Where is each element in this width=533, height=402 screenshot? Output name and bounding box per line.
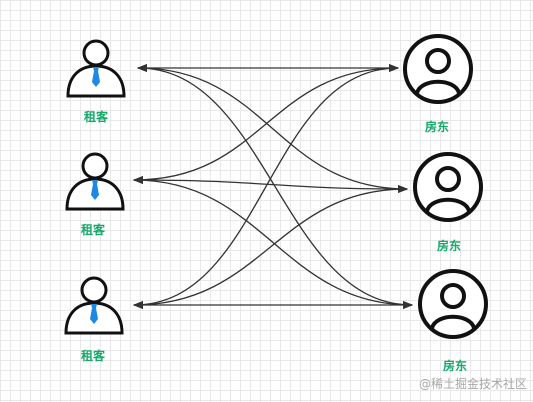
tenant-person-icon [66, 39, 126, 98]
landlord-label: 房东 [442, 359, 468, 373]
tenant-label: 租客 [83, 110, 109, 124]
landlord-user-circle-icon [403, 34, 473, 104]
landlord-user-circle-icon [413, 152, 483, 222]
connection-arrow [133, 185, 408, 309]
connection-arrow [133, 64, 399, 309]
landlord-label: 房东 [436, 239, 462, 253]
connection-arrow [137, 64, 413, 309]
connection-lines [133, 64, 413, 309]
tenant-label: 租客 [80, 349, 106, 363]
connection-arrow [137, 64, 408, 193]
watermark: @稀土掘金技术社区 [418, 377, 527, 391]
tenant-person-icon [65, 152, 125, 211]
landlord-user-circle-icon [418, 269, 488, 339]
tenant-label: 租客 [80, 223, 106, 237]
connection-arrow [133, 64, 399, 184]
tenant-person-icon [64, 276, 124, 335]
connection-arrow [133, 176, 413, 309]
landlord-label: 房东 [424, 120, 450, 134]
